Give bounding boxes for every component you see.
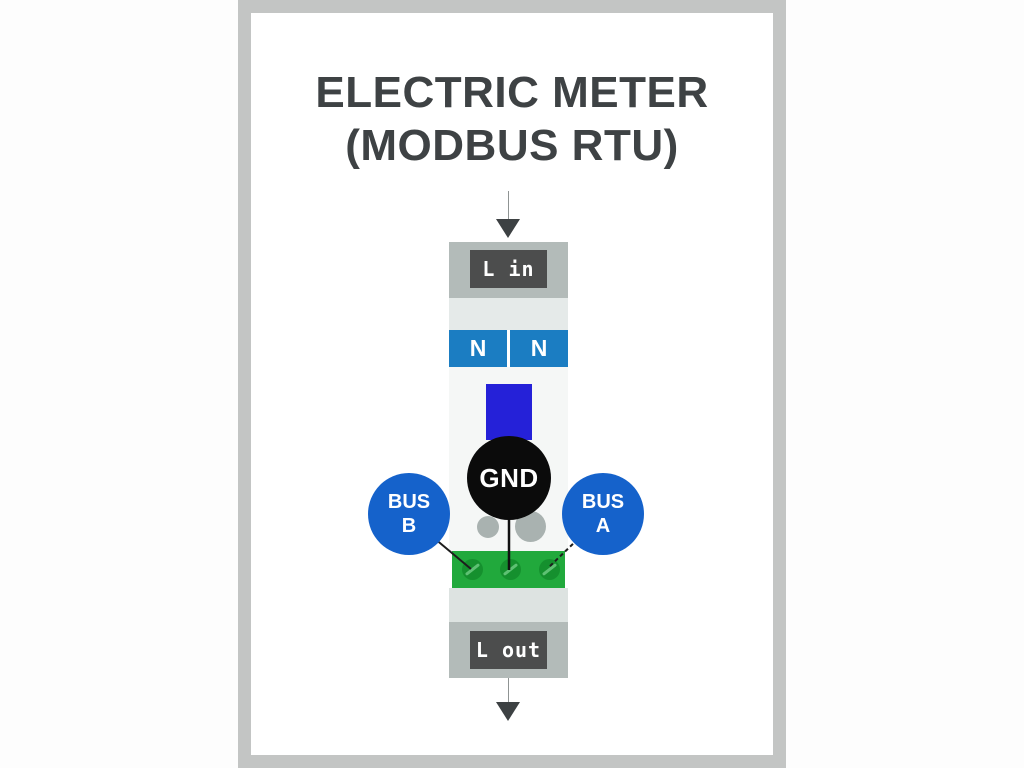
rs485-terminal-block	[452, 551, 565, 588]
output-arrow-shaft	[508, 678, 509, 703]
page-title: ELECTRIC METER (MODBUS RTU)	[251, 66, 773, 172]
bus-a-label-line1: BUS	[581, 491, 625, 513]
ground-node: GND	[467, 436, 551, 520]
title-line-1: ELECTRIC METER	[315, 68, 709, 117]
screw-terminal-icon	[462, 559, 483, 580]
neutral-terminal-left: N	[449, 330, 507, 367]
bus-b-node: BUS B	[368, 473, 450, 555]
line-in-label: L in	[470, 250, 547, 288]
arrow-down-icon	[496, 702, 520, 721]
screw-terminal-icon	[500, 559, 521, 580]
bus-a-node: BUS A	[562, 473, 644, 555]
neutral-terminal-row: N N	[449, 330, 568, 367]
line-out-label: L out	[470, 631, 547, 669]
title-line-2: (MODBUS RTU)	[345, 121, 679, 170]
meter-top-terminal-block: L in	[449, 242, 568, 298]
ground-label: GND	[479, 462, 539, 493]
bus-b-label-line2: B	[401, 515, 417, 537]
bus-b-label-line1: BUS	[387, 491, 431, 513]
screw-terminal-icon	[539, 559, 560, 580]
meter-bottom-terminal-block: L out	[449, 622, 568, 678]
meter-detail-dot	[477, 516, 499, 538]
arrow-down-icon	[496, 219, 520, 238]
bus-a-label-line2: A	[595, 515, 611, 537]
neutral-terminal-right: N	[510, 330, 568, 367]
meter-lower-strip	[449, 588, 568, 622]
input-arrow-shaft	[508, 191, 509, 220]
blue-wire-segment	[486, 384, 532, 440]
electric-meter-device: L in N N L out	[449, 242, 568, 678]
meter-upper-strip	[449, 298, 568, 330]
